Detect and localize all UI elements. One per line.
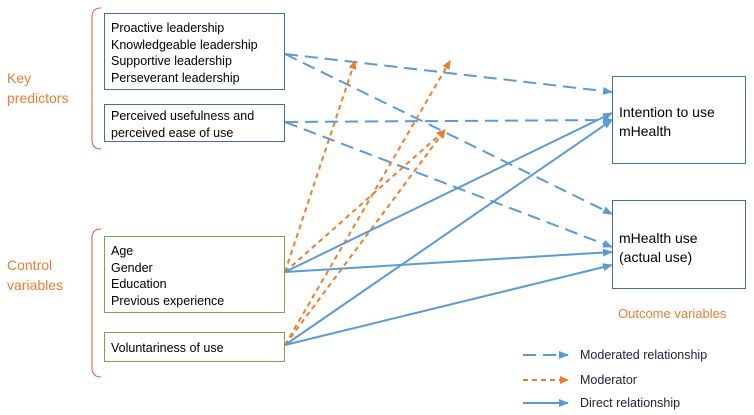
leadership-box: Proactive leadership Knowledgeable leade… [104, 13, 285, 90]
demographics-item: Previous experience [111, 293, 225, 308]
moderator-arrow-voluntariness-1 [284, 60, 451, 346]
actual-use-box: mHealth use (actual use) [612, 200, 746, 289]
demographics-item: Age [111, 244, 134, 258]
moderated-arrow-perceived-use [284, 121, 613, 248]
key-predictors-bracket [91, 7, 102, 150]
moderated-arrow-perceived-intention [284, 116, 613, 125]
control-variables-label: Control variables [7, 257, 64, 293]
legend-moderator-label: Moderator [580, 373, 637, 387]
actual-use-item: mHealth use [619, 230, 698, 246]
demographics-item: Education [111, 277, 167, 291]
demographics-box: Age Gender Education Previous experience [104, 236, 285, 313]
control-variables-bracket [91, 228, 102, 378]
direct-arrow-voluntariness-intention [284, 119, 613, 346]
direct-arrow-demographics-use [284, 248, 613, 273]
voluntariness-box: Voluntariness of use [104, 332, 285, 362]
perceived-item: perceived ease of use [111, 125, 234, 140]
direct-arrow-voluntariness-use [284, 263, 613, 346]
moderator-arrow-demographics-1 [284, 60, 357, 273]
intention-item: mHealth [619, 123, 672, 139]
key-predictors-label: Key predictors [7, 70, 69, 106]
direct-arrow-demographics-intention [284, 112, 613, 273]
intention-item: Intention to use [619, 104, 715, 120]
leadership-item: Supportive leadership [111, 54, 232, 68]
leadership-item: Knowledgeable leadership [111, 37, 258, 52]
voluntariness-item: Voluntariness of use [111, 341, 224, 355]
perceived-item: Perceived usefulness and [111, 109, 255, 123]
legend-moderated-label: Moderated relationship [580, 348, 708, 362]
moderated-arrow-leadership-intention [284, 53, 613, 95]
outcome-variables-label: Outcome variables [618, 306, 727, 321]
moderated-arrow-leadership-use [284, 53, 613, 215]
demographics-item: Gender [111, 260, 153, 275]
actual-use-item: (actual use) [619, 249, 693, 265]
leadership-item: Proactive leadership [111, 21, 225, 35]
legend-direct-label: Direct relationship [580, 396, 681, 410]
leadership-item: Perseverant leadership [111, 70, 240, 85]
perceived-box: Perceived usefulness and perceived ease … [104, 104, 285, 142]
intention-box: Intention to use mHealth [612, 76, 746, 164]
